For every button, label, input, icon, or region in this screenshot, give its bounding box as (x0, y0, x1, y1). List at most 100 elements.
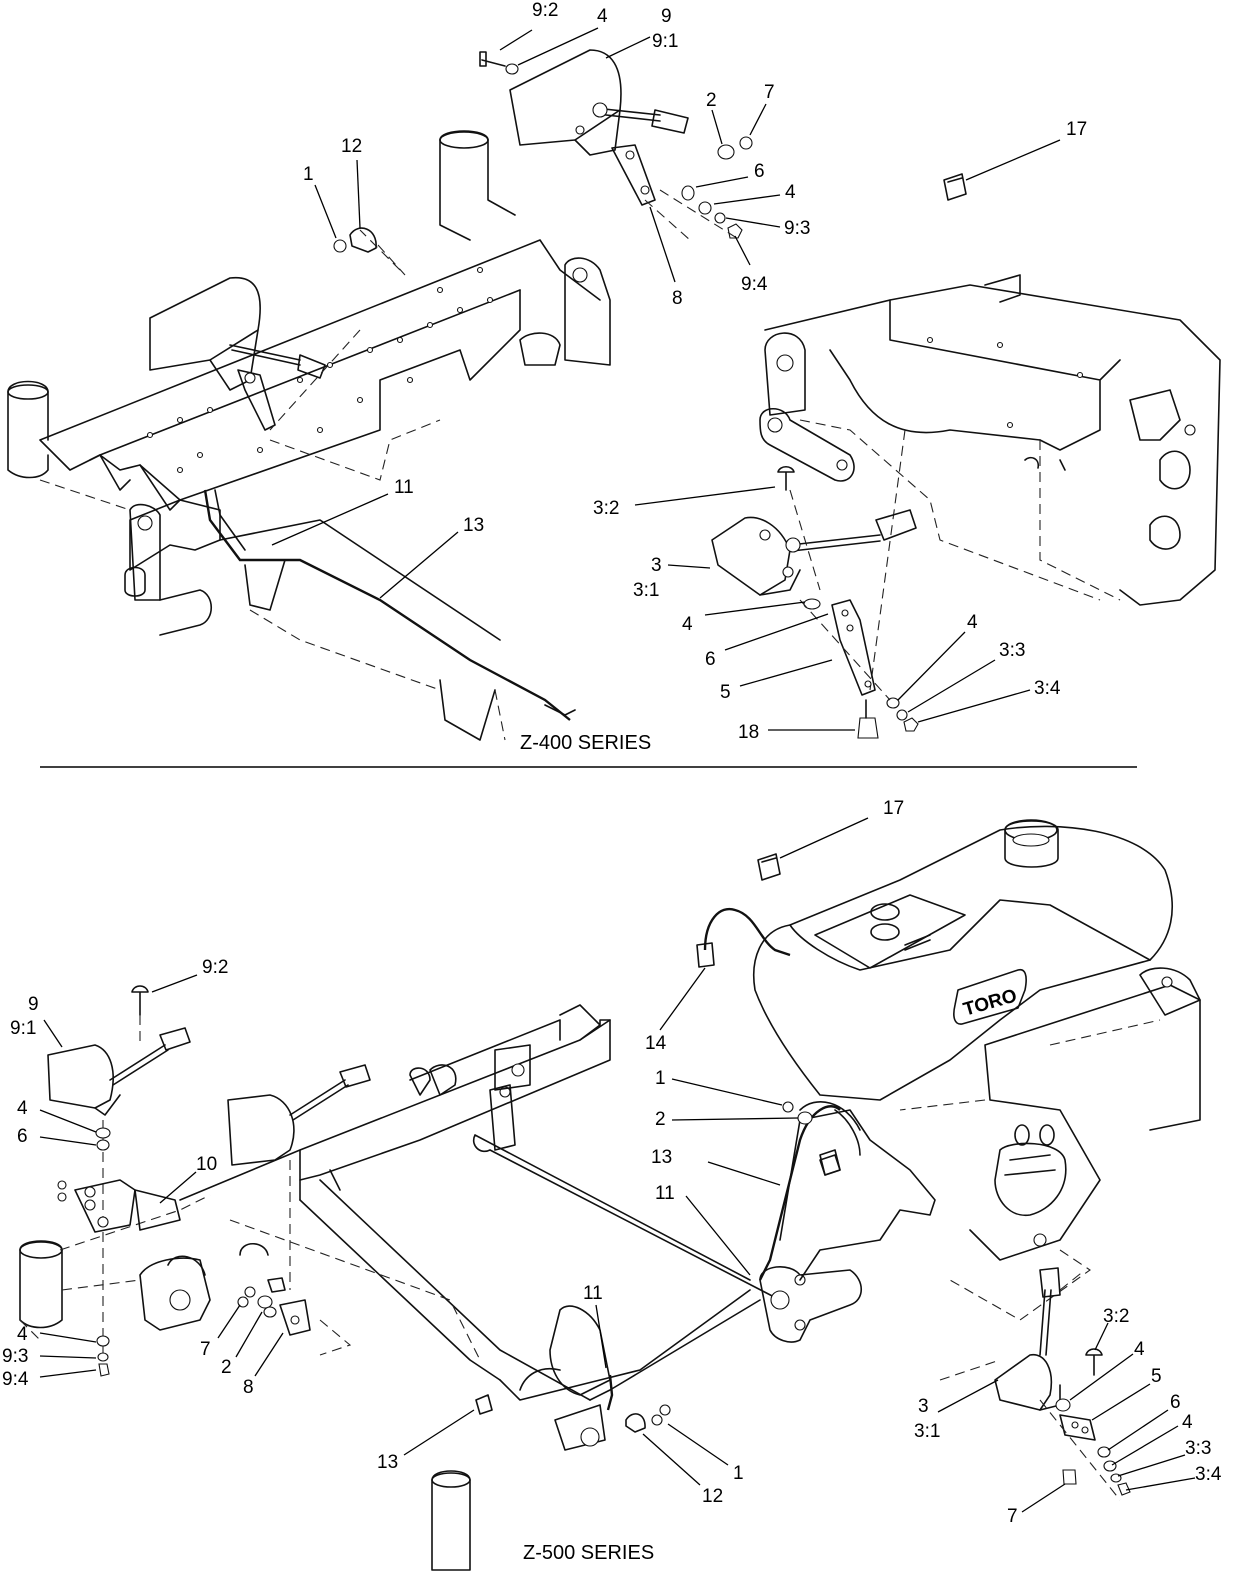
callout-label: 3:1 (914, 1421, 940, 1442)
callout-label: 3:4 (1034, 678, 1061, 699)
z400-nut-1 (333, 239, 347, 253)
section-title-z400: Z-400 SERIES (520, 732, 651, 754)
z400-clamp-12 (349, 227, 377, 253)
callouts-lower: 17 9:2 9 9:1 1 4 4 6 10 1 2 13 11 7 2 8 4… (2, 798, 1222, 1527)
z500-tank-wire (703, 907, 791, 957)
callout-label: 3:4 (1195, 1464, 1222, 1485)
z500-left-tube (19, 1240, 63, 1329)
z400-frame-tube (39, 239, 601, 471)
z400-light-3 (711, 516, 791, 596)
callout-label: 9 (28, 994, 39, 1015)
callout-label: 3:3 (1185, 1438, 1211, 1459)
leader-lines (39, 27, 1196, 1513)
z500-bracket-10 (74, 1179, 136, 1233)
z400-frame-plate (99, 289, 521, 501)
callout-label: 9 (661, 6, 672, 27)
callout-label: 2 (655, 1109, 666, 1130)
z400-bolt-9-2 (479, 51, 506, 67)
callout-label: 4 (1182, 1412, 1193, 1433)
callout-label: 6 (754, 161, 765, 182)
callout-label: 3 (651, 555, 662, 576)
callout-label: 2 (221, 1357, 232, 1378)
callout-label: 11 (655, 1183, 675, 1204)
z500-cross-tube (472, 1134, 781, 1301)
z400-washer-4 (698, 201, 712, 215)
callout-label: 4 (1134, 1339, 1145, 1360)
z500-fuse-17 (757, 853, 781, 881)
callout-label: 3:2 (1103, 1306, 1129, 1327)
callout-label: 6 (17, 1126, 28, 1147)
callout-label: 9:2 (202, 957, 228, 978)
callout-label: 1 (733, 1463, 744, 1484)
z400-wire-harness (203, 489, 571, 721)
callout-label: 4 (785, 182, 796, 203)
z500-headlight-center (227, 1094, 295, 1166)
callout-label: 4 (597, 6, 608, 27)
callout-label: 3:1 (633, 580, 659, 601)
callout-label: 18 (738, 722, 759, 743)
z400-frame-holes (146, 266, 494, 474)
z500-wire-harness (758, 1105, 841, 1281)
callout-label: 10 (196, 1154, 217, 1175)
callout-label: 8 (672, 288, 683, 309)
z500-headlight-left (47, 1044, 114, 1109)
callout-label: 12 (341, 136, 362, 157)
callout-label: 9:1 (10, 1018, 36, 1039)
callout-label: 12 (702, 1486, 723, 1507)
z400-nut-7 (739, 136, 753, 150)
z500-assembly: TORO (19, 819, 1201, 1571)
callout-label: 7 (200, 1339, 211, 1360)
callout-label: 9:3 (784, 218, 810, 239)
z400-nut-9-4 (727, 223, 743, 239)
callout-label: 4 (17, 1098, 28, 1119)
callout-label: 3:2 (593, 498, 619, 519)
callout-label: 6 (705, 649, 716, 670)
z400-lower-rail (129, 499, 221, 571)
z400-headlight-left (149, 276, 261, 371)
callout-label: 6 (1170, 1392, 1181, 1413)
callout-label: 5 (720, 682, 731, 703)
callout-label: 5 (1151, 1366, 1162, 1387)
z400-screw-18 (857, 717, 879, 739)
callout-label: 17 (883, 798, 904, 819)
callout-label: 4 (967, 612, 978, 633)
z400-left-tube (7, 380, 49, 479)
z400-lockwasher-9-3 (714, 212, 726, 224)
callout-label: 13 (377, 1452, 398, 1473)
z500-light-3 (994, 1354, 1052, 1411)
section-title-z500: Z-500 SERIES (523, 1542, 654, 1564)
z500-main-frame (179, 1019, 611, 1201)
callout-label: 3:3 (999, 640, 1025, 661)
z500-fuel-tank (753, 825, 1173, 1101)
z400-assembly (7, 49, 1221, 741)
callout-label: 9:4 (2, 1369, 29, 1390)
z400-fuse-17 (943, 173, 967, 201)
z400-headlight-9 (509, 49, 622, 146)
callout-label: 11 (394, 477, 414, 498)
callout-label: 2 (706, 90, 717, 111)
callout-label: 7 (764, 82, 775, 103)
z500-clamp-12 (625, 1413, 646, 1433)
z500-front-tube (431, 1470, 471, 1571)
z400-bracket-5 (831, 599, 876, 696)
callout-label: 1 (303, 164, 314, 185)
callout-label: 11 (583, 1283, 603, 1304)
callout-label: 8 (243, 1377, 254, 1398)
callout-label: 4 (17, 1324, 28, 1345)
z500-harness-clip (819, 1149, 841, 1176)
callout-label: 3 (918, 1396, 929, 1417)
callout-label: 1 (655, 1068, 666, 1089)
z400-rear-chassis (764, 284, 1221, 606)
toro-logo-plate (953, 968, 1027, 1025)
callout-label: 9:4 (741, 274, 768, 295)
callout-label: 9:1 (652, 31, 678, 52)
z500-rear-chassis (969, 984, 1201, 1261)
callout-label: 17 (1066, 119, 1087, 140)
callout-label: 4 (682, 614, 693, 635)
callout-label: 9:2 (532, 0, 558, 21)
z400-bolt-3-2 (777, 465, 795, 491)
callout-label: 13 (463, 515, 484, 536)
z500-connector-13 (475, 1394, 493, 1415)
